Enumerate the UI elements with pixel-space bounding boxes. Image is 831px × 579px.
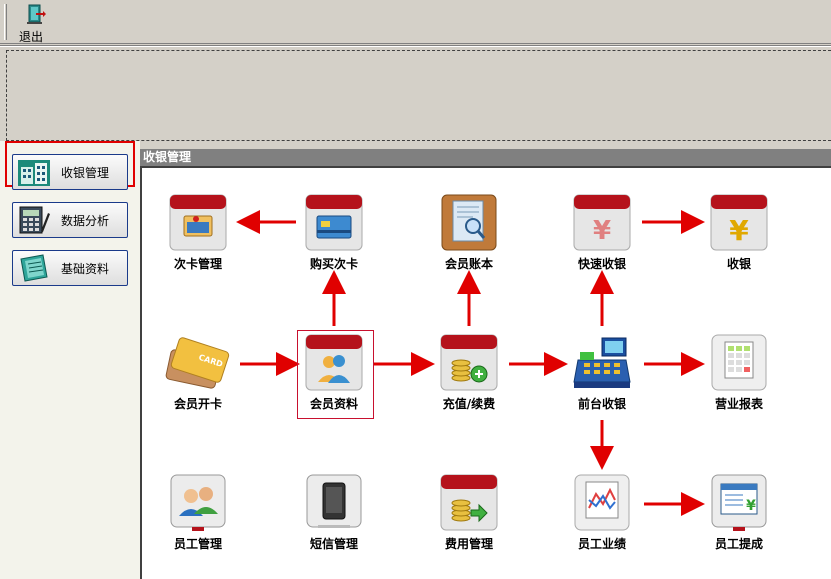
sidebar-item-label: 基础资料 (61, 261, 110, 276)
cash-register-icon (573, 337, 631, 388)
sidebar-item-cashier[interactable]: 收银管理 (12, 154, 128, 190)
cards-icon: CARD (165, 337, 230, 389)
tile-label: 会员资料 (309, 397, 358, 411)
tile-label: 次卡管理 (173, 257, 222, 271)
tile-member-account[interactable]: 会员账本 (429, 192, 509, 272)
staff-people-icon (170, 474, 226, 531)
card-calendar-icon (169, 194, 227, 251)
tile-label: 购买次卡 (309, 257, 358, 271)
tile-staff-manage[interactable]: 员工管理 (158, 472, 238, 552)
tile-buy-card[interactable]: 购买次卡 (294, 192, 374, 272)
sidebar-item-data-analysis[interactable]: 数据分析 (12, 202, 128, 238)
tile-member-info[interactable]: 会员资料 (294, 332, 374, 412)
flow-arrows (236, 210, 705, 516)
calculator-icon (19, 206, 50, 234)
main-panel-title: 收银管理 (140, 149, 831, 166)
phone-icon (306, 474, 362, 528)
line-chart-icon (574, 474, 630, 531)
svg-text:¥: ¥ (746, 498, 756, 514)
tile-label: 充值/续费 (442, 397, 496, 411)
tile-label: 短信管理 (309, 537, 358, 551)
exit-door-icon (26, 4, 46, 24)
tile-label: 会员开卡 (173, 397, 222, 411)
sidebar-item-label: 数据分析 (61, 213, 110, 228)
tile-label: 快速收银 (577, 257, 626, 271)
tile-label: 会员账本 (444, 257, 493, 271)
tile-checkout[interactable]: ¥ 收银 (699, 192, 779, 272)
report-sheet-icon (711, 334, 767, 391)
account-book-icon (441, 194, 497, 251)
tile-business-report[interactable]: 营业报表 (699, 332, 779, 412)
tile-label: 员工业绩 (577, 537, 626, 551)
coins-arrow-icon (440, 474, 498, 531)
tile-label: 收银 (726, 257, 751, 271)
svg-text:¥: ¥ (593, 216, 611, 246)
toolbar: 退出 (0, 0, 831, 44)
main-panel: 次卡管理 购买次卡 会员账本 ¥ 快速收银 (140, 166, 831, 579)
tile-open-card[interactable]: CARD 会员开卡 (158, 332, 238, 412)
exit-label: 退出 (18, 30, 43, 44)
svg-text:¥: ¥ (729, 214, 749, 247)
tile-staff-commission[interactable]: ¥ 员工提成 (699, 472, 779, 552)
commission-book-icon: ¥ (711, 474, 767, 531)
toolbar-grip (4, 4, 7, 40)
tile-staff-performance[interactable]: 员工业绩 (562, 472, 642, 552)
credit-card-calendar-icon (305, 194, 363, 251)
tile-sms-manage[interactable]: 短信管理 (294, 472, 374, 552)
person-calendar-icon (305, 334, 363, 391)
coins-plus-icon (440, 334, 498, 391)
yen-calendar-icon: ¥ (573, 194, 631, 251)
tile-recharge[interactable]: 充值/续费 (429, 332, 509, 412)
member-info-highlight (297, 330, 374, 419)
tile-label: 员工管理 (173, 537, 222, 551)
tile-quick-checkout[interactable]: ¥ 快速收银 (562, 192, 642, 272)
top-panel (6, 50, 831, 141)
notebook-icon (20, 254, 48, 282)
tile-card-manage[interactable]: 次卡管理 (158, 192, 238, 272)
gold-yen-calendar-icon: ¥ (710, 194, 768, 251)
building-icon (18, 160, 50, 186)
tile-label: 营业报表 (714, 397, 763, 411)
sidebar-item-basic-data[interactable]: 基础资料 (12, 250, 128, 286)
exit-button[interactable]: 退出 (12, 3, 50, 44)
tile-label: 员工提成 (714, 537, 763, 551)
sidebar-item-label: 收银管理 (61, 165, 110, 180)
tile-label: 费用管理 (444, 537, 493, 551)
tile-front-checkout[interactable]: 前台收银 (562, 332, 642, 412)
toolbar-separator (0, 45, 831, 47)
left-nav: 收银管理 数据分析 基础资料 (0, 141, 140, 579)
tile-expense-manage[interactable]: 费用管理 (429, 472, 509, 552)
tile-label: 前台收银 (577, 397, 626, 411)
